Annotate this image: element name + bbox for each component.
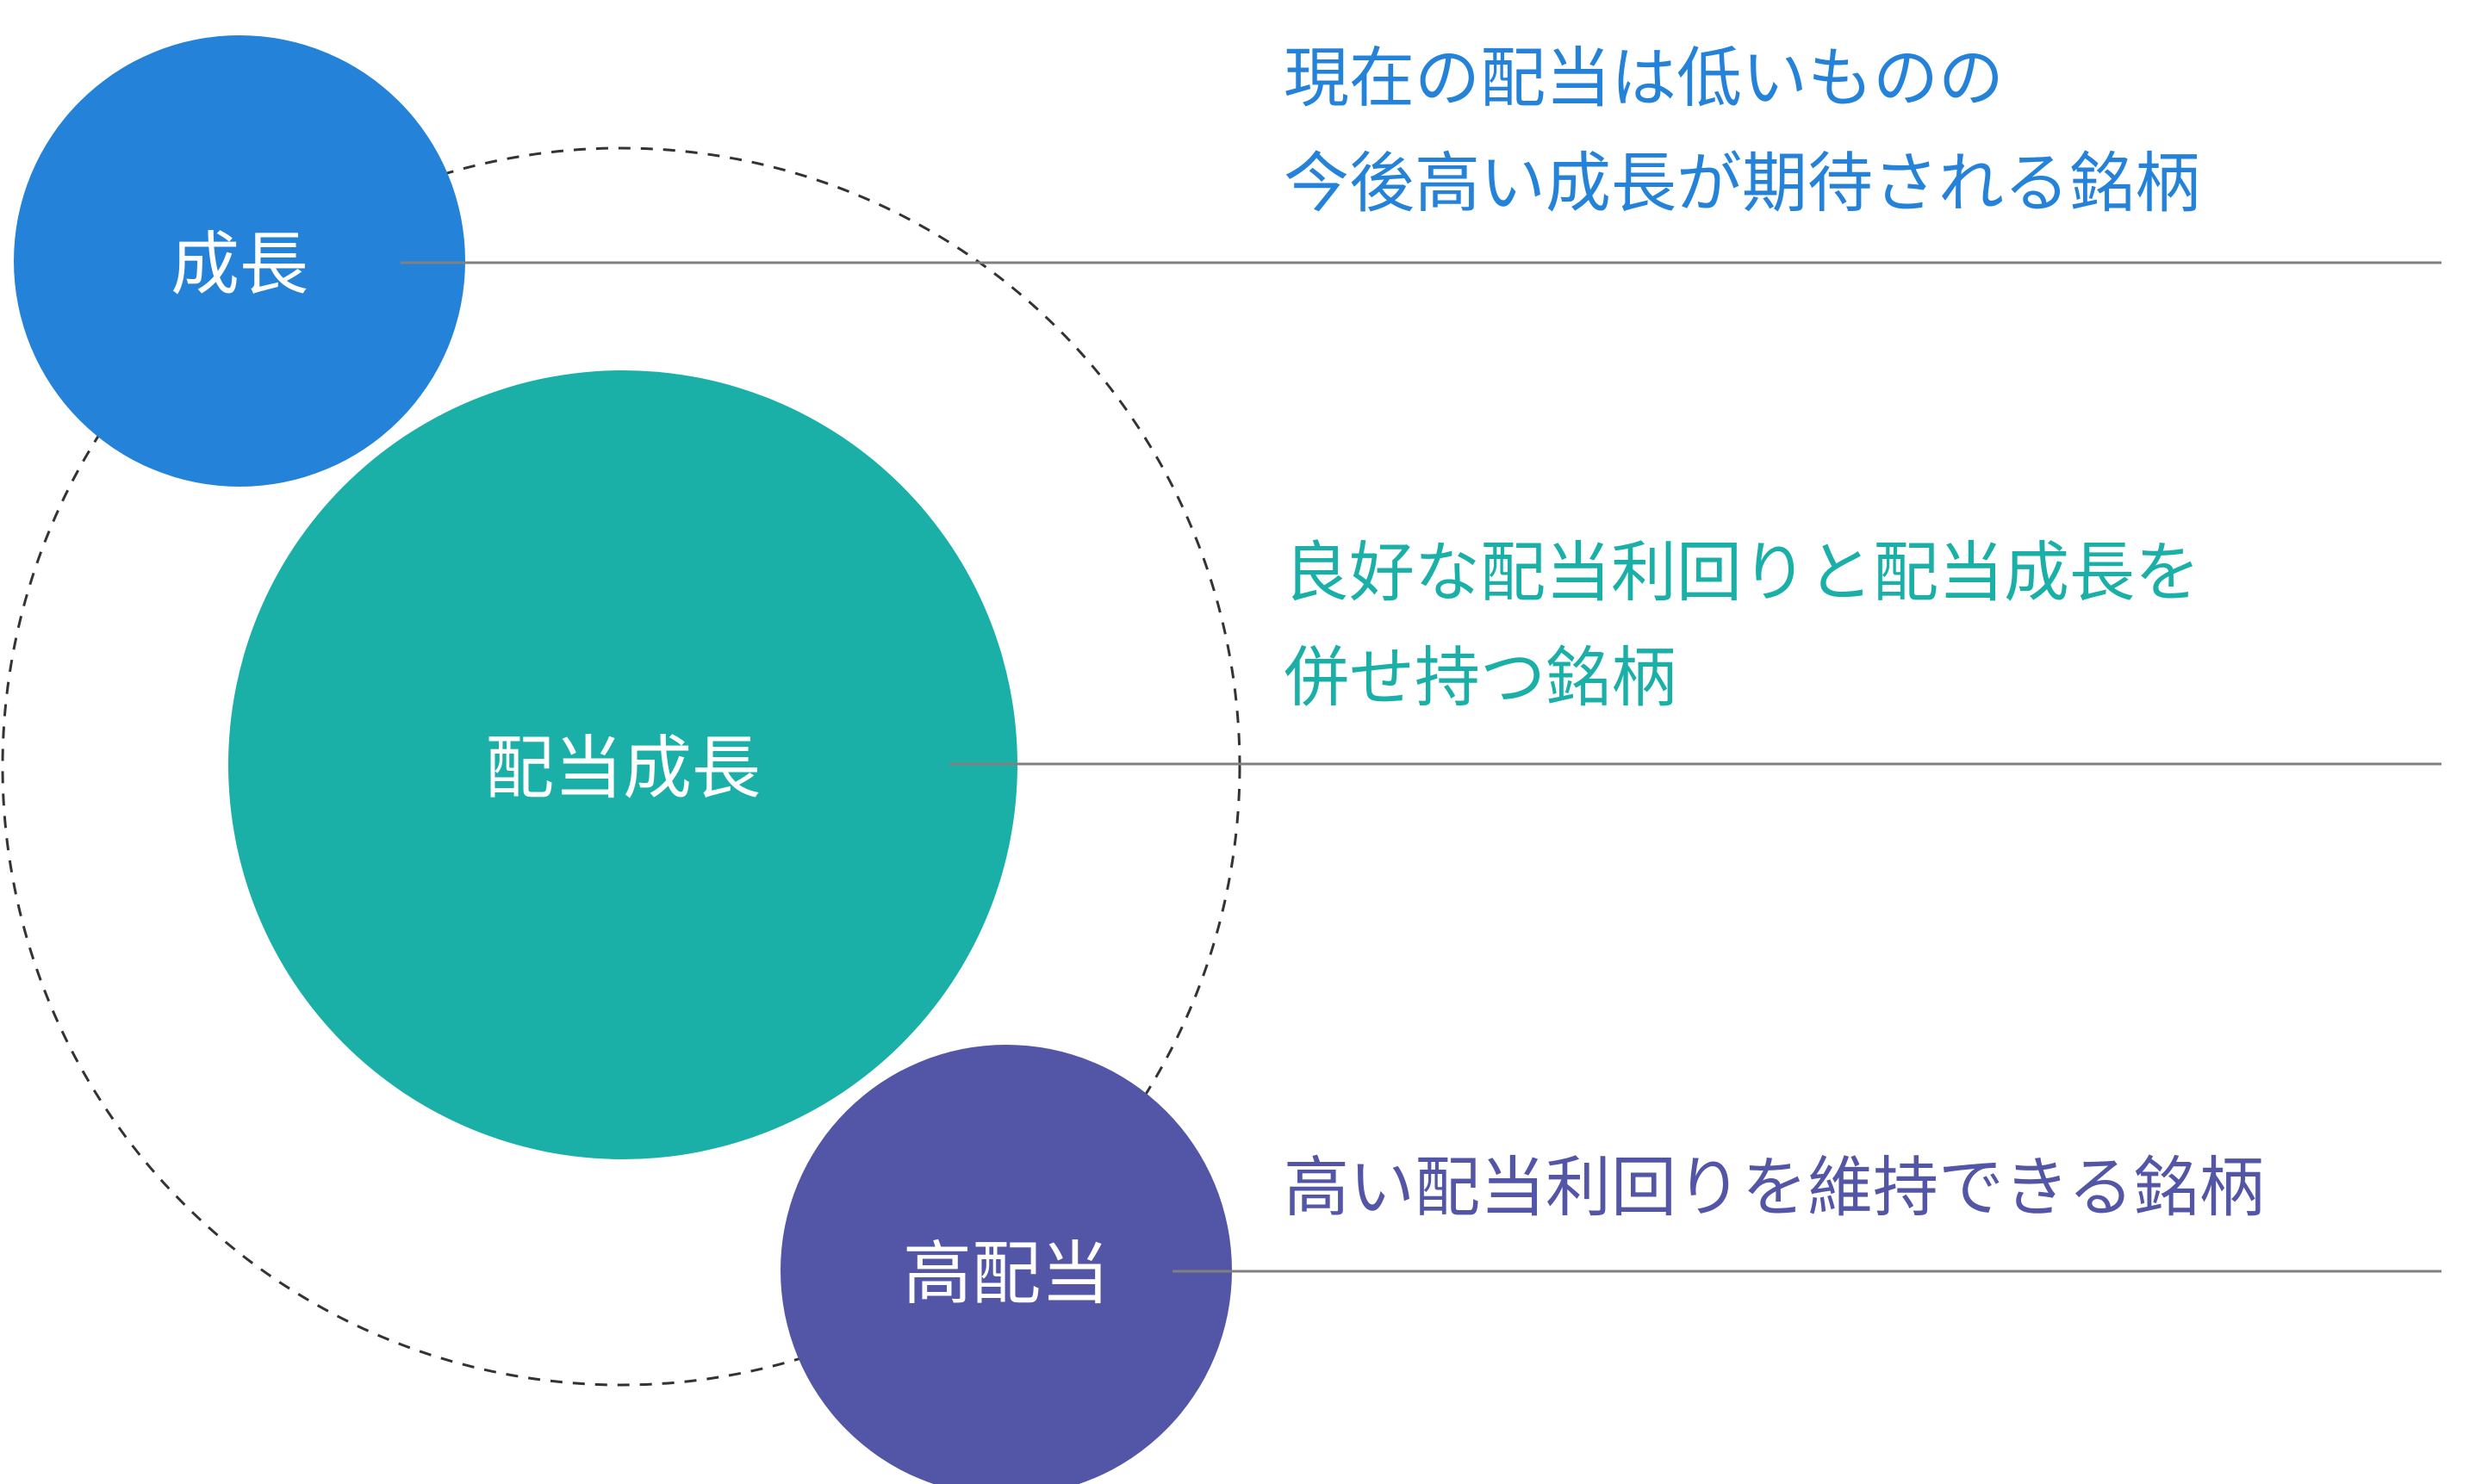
growth-description: 現在の配当は低いものの 今後高い成長が期待される銘柄: [1284, 26, 2200, 236]
dividend-growth-description: 良好な配当利回りと配当成長を 併せ持つ銘柄: [1284, 520, 2200, 730]
dashed-ring: [1, 146, 1241, 1387]
growth-label: 成長: [171, 225, 308, 305]
growth-circle: [14, 35, 465, 487]
dividend-growth-description-line: 良好な配当利回りと配当成長を: [1284, 534, 2200, 611]
high-dividend-description: 高い配当利回りを維持できる銘柄: [1284, 1135, 2264, 1240]
growth-description-line: 現在の配当は低いものの: [1284, 40, 2004, 116]
dividend-growth-label: 配当成長: [485, 729, 761, 809]
high-dividend-circle: [781, 1045, 1232, 1484]
high-dividend-description-line: 高い配当利回りを維持できる銘柄: [1284, 1149, 2265, 1226]
dividend-growth-circle: [228, 370, 1017, 1159]
growth-description-line: 今後高い成長が期待される銘柄: [1284, 145, 2200, 221]
high-dividend-label: 高配当: [903, 1234, 1110, 1314]
dividend-growth-description-line: 併せ持つ銘柄: [1284, 639, 1676, 716]
